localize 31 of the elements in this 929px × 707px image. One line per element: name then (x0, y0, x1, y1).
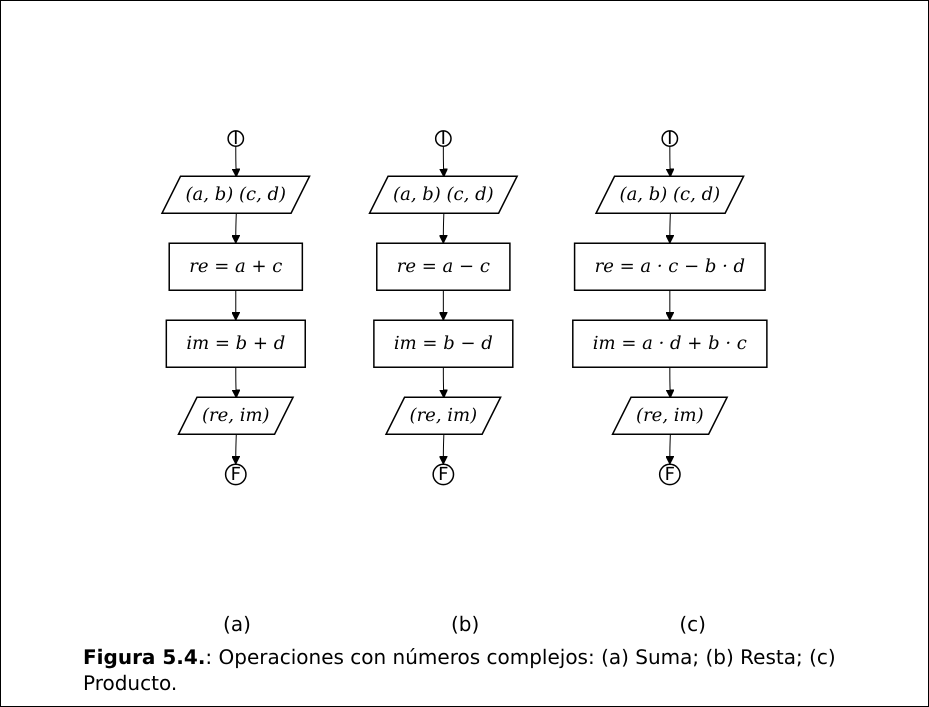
node-circle: F (658, 463, 681, 486)
arrow (666, 146, 675, 178)
arrow (666, 366, 675, 398)
node-circle: I (227, 130, 244, 147)
node-box: im = b + d (166, 320, 306, 368)
node-box: re = a − c (376, 242, 511, 291)
arrow (231, 434, 240, 465)
arrow (666, 290, 674, 321)
node-circle: F (224, 463, 247, 486)
node-box: im = a · d + b · c (572, 320, 768, 368)
arrow (232, 146, 240, 178)
panel-label: (b) (450, 612, 480, 636)
node-circle: F (432, 463, 454, 486)
node-circle: I (662, 130, 678, 147)
node-circle: I (435, 130, 452, 147)
arrow (439, 366, 448, 398)
panel-label: (c) (679, 612, 706, 636)
arrow (666, 213, 674, 244)
arrow (231, 290, 240, 321)
node-box: re = a + c (168, 242, 304, 291)
arrow (439, 290, 448, 321)
arrow (232, 366, 240, 398)
arrow (666, 434, 674, 465)
node-box: im = b − d (373, 320, 514, 368)
node-box: re = a · c − b · d (574, 242, 766, 291)
figure-caption: Figura 5.4.: Operaciones con números complejos: (a) Suma; (b) Resta; (c) Producto. (82, 644, 837, 697)
arrow (439, 434, 448, 465)
arrow (231, 213, 240, 244)
arrow (439, 146, 448, 178)
arrow (439, 213, 448, 244)
panel-label: (a) (223, 612, 251, 636)
